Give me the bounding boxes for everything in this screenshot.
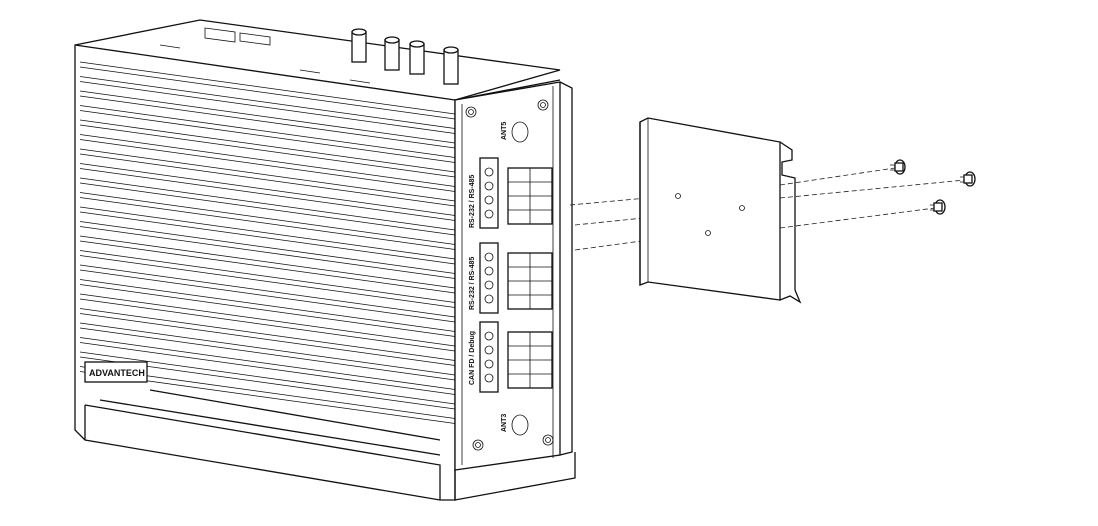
heatsink-fin-line <box>79 240 456 294</box>
terminal-block <box>479 157 553 229</box>
com2-label: RS-232 / RS-485 <box>469 257 476 310</box>
chassis-base <box>84 389 441 500</box>
heatsink-fin-line <box>79 182 456 236</box>
heatsink-fin-line <box>79 81 456 134</box>
heatsink-fins <box>79 61 456 424</box>
heatsink-fin-line <box>79 168 456 221</box>
heatsink-fin-line <box>79 298 456 352</box>
heatsink-fin-line <box>79 313 456 366</box>
heatsink-fin-line <box>79 66 456 120</box>
heatsink-fin-line <box>79 235 456 289</box>
screw-3 <box>930 199 946 215</box>
heatsink-fin-line <box>79 308 456 361</box>
panel-screws <box>465 99 554 451</box>
heatsink-fin-line <box>79 124 456 178</box>
heatsink-fin-line <box>79 76 456 129</box>
screw-2 <box>960 171 976 187</box>
screw-1 <box>890 159 906 175</box>
can-label: CAN FD / Debug <box>469 331 476 385</box>
heatsink-fin-line <box>79 264 456 318</box>
terminal-block <box>479 321 553 393</box>
heatsink-fin-line <box>79 177 456 231</box>
heatsink-fin-line <box>79 119 456 173</box>
heatsink-fin-line <box>79 337 456 390</box>
top-antenna-connectors <box>159 27 459 85</box>
heatsink-fin-line <box>79 226 456 279</box>
heatsink-fin-line <box>79 148 456 202</box>
heatsink-fin-line <box>79 255 456 308</box>
heatsink-fin-line <box>79 342 456 395</box>
antenna-hole-top <box>511 121 529 143</box>
heatsink-fin-line <box>79 153 456 207</box>
heatsink-fin-line <box>79 279 456 332</box>
heatsink-fin-line <box>79 322 456 376</box>
heatsink-fin-line <box>79 110 456 163</box>
com1-label: RS-232 / RS-485 <box>469 175 476 228</box>
heatsink-fin-line <box>79 221 456 274</box>
advantech-logo: ADVANTECH <box>84 361 148 383</box>
heatsink-fin-line <box>79 134 456 187</box>
heatsink-fin-line <box>79 293 456 347</box>
heatsink-fin-line <box>79 327 456 381</box>
heatsink-fin-line <box>79 197 456 250</box>
panel-side <box>454 81 576 501</box>
heatsink-fin-line <box>79 61 456 115</box>
ant-bottom-label: ANT3 <box>501 414 508 432</box>
heatsink-fin-line <box>79 269 456 323</box>
terminal-blocks <box>479 157 553 393</box>
heatsink-fin-line <box>79 192 456 245</box>
heatsink-fin-line <box>79 95 456 149</box>
heatsink-fin-line <box>79 139 456 192</box>
ant-top-label: ANT5 <box>501 122 508 140</box>
heatsink-fin-line <box>79 105 456 158</box>
heatsink-fin-line <box>79 250 456 303</box>
mounting-bracket <box>639 117 802 304</box>
heatsink-fin-line <box>79 351 456 405</box>
heatsink-fin-line <box>79 90 456 144</box>
heatsink-fin-line <box>79 211 456 265</box>
heatsink-fin-line <box>79 284 456 337</box>
terminal-block <box>479 242 553 314</box>
svg-text:ADVANTECH: ADVANTECH <box>89 368 145 378</box>
heatsink-fin-line <box>79 163 456 216</box>
antenna-hole-bottom <box>511 414 529 436</box>
heatsink-fin-line <box>79 206 456 260</box>
